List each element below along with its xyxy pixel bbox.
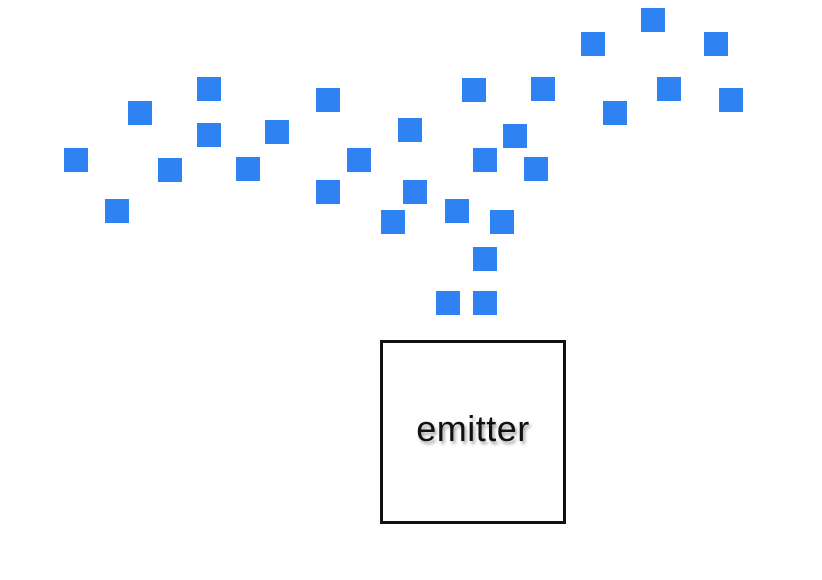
particle [197,77,221,101]
particle [503,124,527,148]
particle [473,247,497,271]
particle [105,199,129,223]
particle [603,101,627,125]
particle [197,123,221,147]
particle [524,157,548,181]
particle [316,88,340,112]
particle [490,210,514,234]
particle [347,148,371,172]
emitter-box: emitter [380,340,566,524]
particle [473,148,497,172]
particle [641,8,665,32]
particle [704,32,728,56]
particle [403,180,427,204]
particle [128,101,152,125]
particle [473,291,497,315]
particle [531,77,555,101]
particle [719,88,743,112]
particle [436,291,460,315]
particle [581,32,605,56]
particle [657,77,681,101]
emitter-label: emitter [416,408,530,449]
particle [158,158,182,182]
particle [381,210,405,234]
particle [445,199,469,223]
particle [398,118,422,142]
particle [462,78,486,102]
particle [316,180,340,204]
particle [236,157,260,181]
particle [265,120,289,144]
particle [64,148,88,172]
